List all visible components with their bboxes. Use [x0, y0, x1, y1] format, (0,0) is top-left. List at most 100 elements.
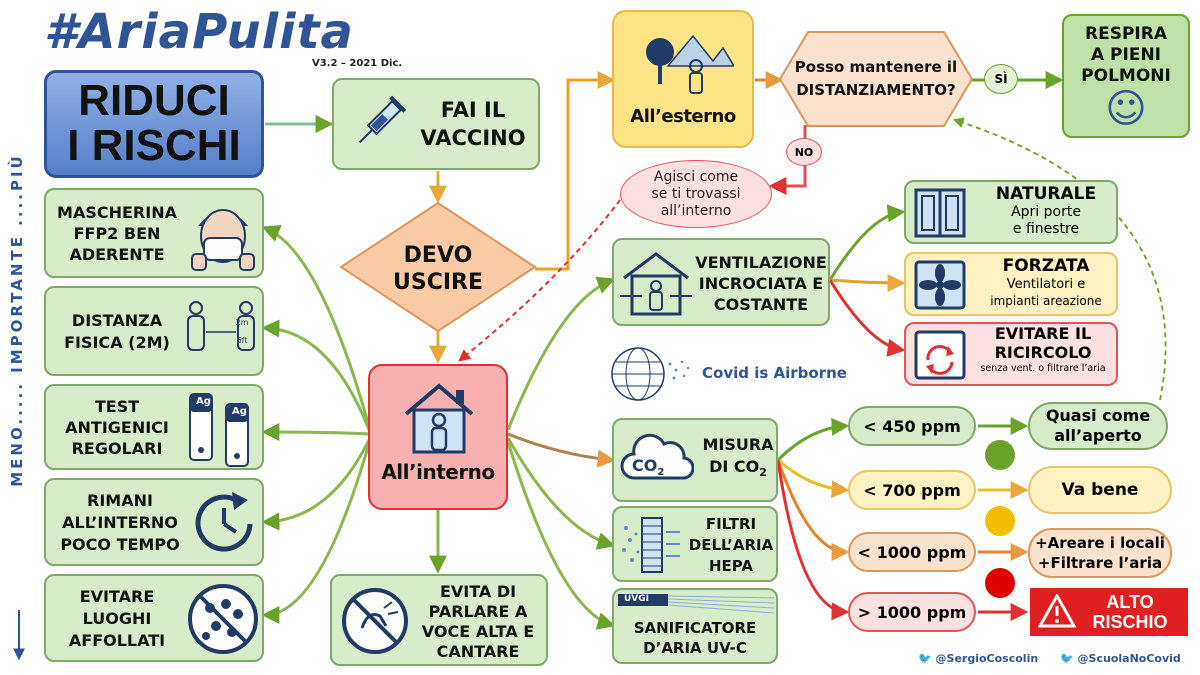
- globe-icon: [608, 344, 694, 402]
- ag-label-2: Ag: [232, 406, 247, 417]
- co2-cloud-icon: [620, 430, 694, 490]
- mask-icon: [186, 196, 260, 272]
- forced-ventilation-box: FORZATA Ventilatori e impianti areazione: [904, 252, 1118, 316]
- covid-airborne-label: Covid is Airborne: [702, 364, 847, 382]
- co2-line1: MISURA: [702, 435, 774, 454]
- breathe-line3: POLMONI: [1081, 66, 1171, 86]
- decision-line2: USCIRE: [392, 270, 483, 295]
- decision-diamond: [339, 201, 537, 333]
- breathe-box: RESPIRA A PIENI POLMONI ☺: [1062, 14, 1190, 138]
- yes-badge: SÌ: [984, 64, 1018, 94]
- natural-line2: e finestre: [1012, 221, 1080, 237]
- ventilation-line1: VENTILAZIONE: [695, 253, 827, 272]
- distance-2m-label: 2m: [235, 318, 249, 327]
- distance-line1: DISTANZA: [71, 311, 163, 330]
- antigen-line2: ANTIGENICI: [65, 418, 169, 437]
- natural-ventilation-box: NATURALE Apri porte e finestre: [904, 180, 1118, 244]
- uvgi-tag: UVGI: [624, 594, 650, 604]
- short-time-box: RIMANI ALL’INTERNO POCO TEMPO: [44, 478, 264, 566]
- page-title: #AriaPulita: [44, 4, 354, 60]
- green-status-dot: [985, 440, 1015, 470]
- distance-line2: FISICA (2M): [64, 333, 170, 352]
- high-risk-line2: RISCHIO: [1092, 612, 1168, 632]
- short-time-line1: RIMANI: [87, 491, 153, 510]
- credit-sergio[interactable]: 🐦 @SergioCoscolin: [918, 652, 1038, 665]
- avoid-recirculation-box: EVITARE IL RICIRCOLO senza vent. o filtr…: [904, 322, 1118, 386]
- twitter-icon: 🐦: [918, 652, 932, 665]
- avoid-talk-line2: PARLARE A: [428, 602, 528, 621]
- reduce-risks-box: RIDUCI I RISCHI: [44, 70, 264, 178]
- co2-line2: DI CO: [709, 457, 760, 476]
- vaccine-box: FAI IL VACCINO: [332, 78, 540, 170]
- uvc-line1: SANIFICATORE: [633, 619, 757, 637]
- twitter-icon: 🐦: [1060, 652, 1074, 665]
- result-ok: Va bene: [1028, 466, 1172, 514]
- indoor-label: All’interno: [381, 460, 495, 484]
- ffp2-line2: FFP2 BEN: [73, 224, 161, 243]
- ffp2-mask-box: MASCHERINA FFP2 BEN ADERENTE: [44, 188, 264, 278]
- recirc-line2: RICIRCOLO: [994, 343, 1092, 362]
- recirculation-icon: [914, 330, 966, 380]
- clock-icon: [192, 488, 258, 558]
- ppm-1000-pill: < 1000 ppm: [848, 532, 976, 572]
- ventilation-line3: COSTANTE: [713, 295, 809, 314]
- avoid-talk-line3: VOCE ALTA E: [421, 622, 535, 641]
- ventilate-line1: +Areare i locali: [1035, 534, 1165, 552]
- hepa-box: FILTRI DELL’ARIA HEPA: [612, 506, 778, 582]
- ppm-over-1000-pill: > 1000 ppm: [848, 592, 976, 632]
- avoid-talking-box: EVITA DI PARLARE A VOCE ALTA E CANTARE: [330, 574, 548, 666]
- credit-scuola[interactable]: 🐦 @ScuolaNoCovid: [1060, 652, 1181, 665]
- reduce-risks-line2: I RISCHI: [67, 121, 241, 170]
- ppm-450-pill: < 450 ppm: [848, 406, 976, 446]
- warning-icon: [1038, 594, 1076, 628]
- breathe-line1: RESPIRA: [1085, 24, 1167, 44]
- ventilate-line2: +Filtrare l’aria: [1037, 554, 1163, 572]
- avoid-talk-line1: EVITA DI: [439, 582, 517, 601]
- distancing-icon: [182, 296, 260, 368]
- distance-6ft-label: 6ft: [236, 336, 248, 345]
- co2-icon-text: CO: [632, 456, 658, 475]
- crowds-line3: AFFOLLATI: [68, 631, 166, 650]
- act-inside-line1: Agisci come: [653, 168, 739, 185]
- red-status-dot: [985, 568, 1015, 598]
- vaccine-line1: FAI IL: [440, 98, 506, 122]
- air-filter-icon: [620, 514, 682, 576]
- outdoor-box: All’esterno: [612, 10, 754, 148]
- question-shape: [778, 31, 974, 127]
- ag-label-1: Ag: [196, 396, 211, 407]
- outdoor-label: All’esterno: [630, 106, 736, 127]
- uvc-line2: D’ARIA UV-C: [643, 639, 747, 657]
- question-text: Posso mantenere il DISTANZIAMENTO?: [790, 52, 962, 106]
- credit-scuola-text: @ScuolaNoCovid: [1077, 652, 1181, 665]
- axis-text: MENO..... IMPORTANTE ....PIÙ: [8, 153, 26, 487]
- uv-lamp-icon: [618, 594, 774, 616]
- natural-title: NATURALE: [995, 184, 1097, 204]
- no-crowd-icon: [186, 582, 260, 656]
- hepa-line2: DELL’ARIA: [688, 536, 774, 554]
- test-kit-icon: [186, 390, 256, 468]
- high-risk-banner: ALTO RISCHIO: [1030, 588, 1188, 636]
- short-time-line2: ALL’INTERNO: [62, 513, 178, 532]
- decision-text: DEVO USCIRE: [338, 236, 538, 302]
- act-inside-line2: se ti trovassi: [651, 185, 741, 202]
- recirc-line1: EVITARE IL: [994, 324, 1092, 343]
- result-ventilate: +Areare i locali +Filtrare l’aria: [1028, 528, 1172, 578]
- hepa-line1: FILTRI: [705, 515, 757, 533]
- result-outdoor-like: Quasi come all’aperto: [1028, 402, 1168, 450]
- reduce-risks-line1: RIDUCI: [78, 76, 230, 125]
- no-badge: NO: [786, 138, 822, 166]
- syringe-icon: [348, 94, 408, 154]
- uvc-sanitizer-box: UVGI SANIFICATORE D’ARIA UV-C: [612, 588, 778, 664]
- house-airflow-icon: [620, 248, 692, 318]
- co2-measure-box: CO2 MISURA DI CO2: [612, 418, 778, 502]
- ventilation-box: VENTILAZIONE INCROCIATA E COSTANTE: [612, 238, 830, 326]
- antigen-test-box: TEST ANTIGENICI REGOLARI Ag Ag: [44, 384, 264, 470]
- forced-title: FORZATA: [1002, 256, 1090, 276]
- ventilation-line2: INCROCIATA E: [698, 274, 824, 293]
- forced-line2: impianti areazione: [990, 294, 1102, 308]
- ffp2-line1: MASCHERINA: [57, 203, 177, 222]
- antigen-line1: TEST: [94, 397, 140, 416]
- act-inside-line3: all’interno: [660, 202, 732, 219]
- co2-sub: 2: [759, 466, 767, 480]
- act-inside-bubble: Agisci come se ti trovassi all’interno: [620, 160, 772, 228]
